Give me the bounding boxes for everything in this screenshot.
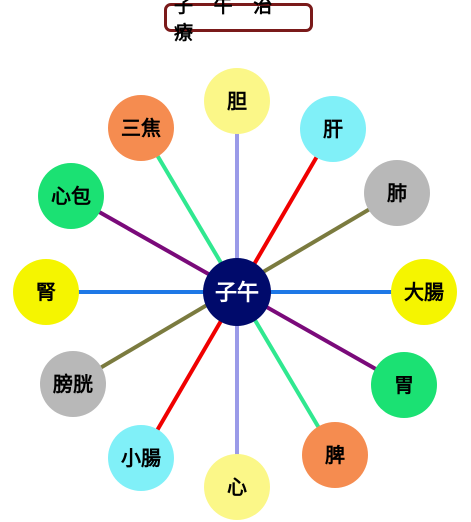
node-circle [204, 454, 270, 520]
node-circle [38, 163, 104, 229]
node-circle [108, 95, 174, 161]
node-left-lower: 膀胱 [40, 351, 106, 417]
node-circle [371, 352, 437, 418]
node-label: 胃 [394, 373, 414, 397]
node-circle [108, 425, 174, 491]
node-right-upper: 肺 [364, 160, 430, 226]
node-top: 胆 [204, 68, 270, 134]
node-top-right: 肝 [300, 96, 366, 162]
node-right-lower: 胃 [371, 352, 437, 418]
diagram-title: 子 午 治 療 [164, 0, 313, 44]
node-circle [302, 422, 368, 488]
center-node: 子午 [203, 258, 271, 326]
node-right: 大腸 [391, 259, 457, 325]
node-left: 腎 [13, 259, 79, 325]
node-top-left: 三焦 [108, 95, 174, 161]
center-label: 子午 [215, 280, 259, 306]
node-label: 小腸 [121, 446, 161, 470]
node-label: 膀胱 [52, 372, 93, 396]
node-circle [364, 160, 430, 226]
node-circle [40, 351, 106, 417]
node-circle [204, 68, 270, 134]
node-circle [391, 259, 457, 325]
node-bottom: 心 [204, 454, 270, 520]
node-label: 大腸 [404, 280, 444, 304]
node-label: 腎 [36, 280, 56, 304]
node-bottom-right: 脾 [302, 422, 368, 488]
node-label: 心 [227, 475, 247, 499]
node-label: 肝 [323, 117, 343, 141]
node-label: 胆 [227, 89, 247, 113]
node-label: 脾 [325, 443, 345, 467]
node-circle [13, 259, 79, 325]
node-bottom-left: 小腸 [108, 425, 174, 491]
node-label: 肺 [387, 181, 407, 205]
node-label: 心包 [51, 184, 91, 208]
node-label: 三焦 [121, 116, 161, 140]
node-circle [300, 96, 366, 162]
node-left-upper: 心包 [38, 163, 104, 229]
